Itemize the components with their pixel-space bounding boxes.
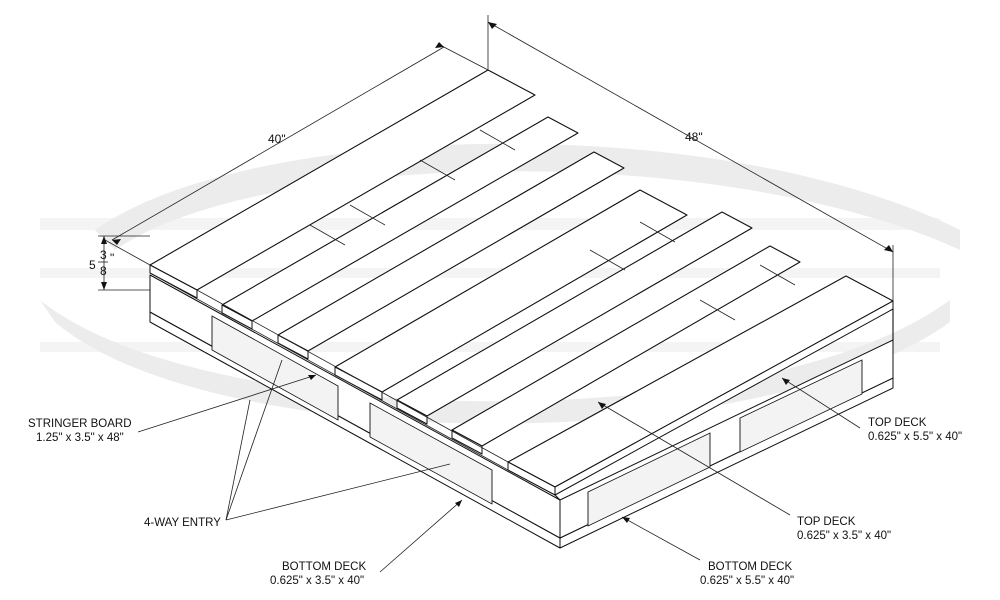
callout-bottom-deck-narrow: BOTTOM DECK 0.625" x 3.5" x 40" [270,499,463,587]
stringer-board-size: 1.25" x 3.5" x 48" [36,432,124,444]
top-deck-narrow-size: 0.625" x 3.5" x 40" [797,530,891,542]
bottom-deck-narrow-name: BOTTOM DECK [282,561,366,573]
dimension-40: 40" [104,42,489,266]
length-dimension-label: 48" [685,130,703,144]
height-unit: " [110,251,114,265]
bottom-deck-narrow-size: 0.625" x 3.5" x 40" [270,575,364,587]
callout-top-deck-narrow: TOP DECK 0.625" x 3.5" x 40" [597,401,891,542]
callout-4-way-entry: 4-WAY ENTRY [144,359,451,529]
width-dimension-label: 40" [268,132,286,146]
height-numerator: 3 [100,248,107,262]
four-way-entry-name: 4-WAY ENTRY [144,517,221,529]
height-denominator: 8 [100,264,107,278]
top-deck-boards [149,69,894,496]
dimension-height: 5 3 8 " [89,235,150,291]
bottom-deck-wide-name: BOTTOM DECK [708,561,792,573]
stringer-lines [211,316,863,526]
top-deck-wide-size: 0.625" x 5.5" x 40" [868,431,962,443]
pallet [149,69,894,549]
bottom-deck-wide-size: 0.625" x 5.5" x 40" [700,575,794,587]
callout-top-deck-wide: TOP DECK 0.625" x 5.5" x 40" [781,377,962,443]
stringer-board-name: STRINGER BOARD [28,418,132,430]
top-deck-wide-name: TOP DECK [868,417,927,429]
stringer-top-lines [149,129,796,471]
callout-bottom-deck-wide: BOTTOM DECK 0.625" x 5.5" x 40" [621,516,794,587]
callout-stringer-board: STRINGER BOARD 1.25" x 3.5" x 48" [28,374,317,444]
top-deck-narrow-name: TOP DECK [797,516,856,528]
dimension-48: 48" [487,15,894,301]
height-whole: 5 [89,258,96,272]
